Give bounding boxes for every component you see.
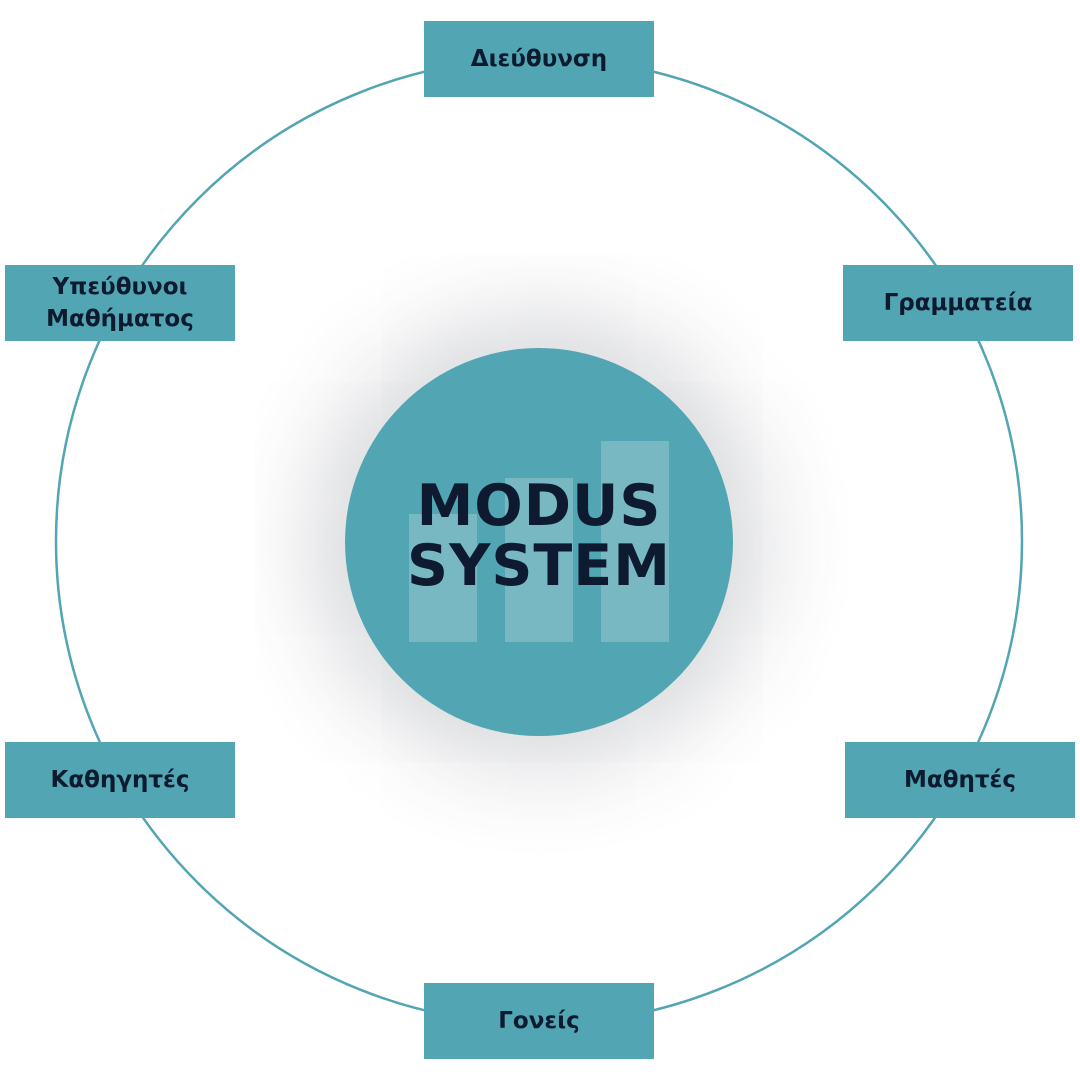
- node-course-supervisors-line2: Μαθήματος: [46, 306, 194, 332]
- node-parents: Γονείς: [424, 983, 654, 1059]
- node-management: Διεύθυνση: [424, 21, 654, 97]
- hub-bar-medium: [505, 478, 573, 642]
- hub-title: MODUS SYSTEM: [345, 476, 733, 596]
- node-students-label: Μαθητές: [904, 767, 1016, 793]
- node-course-supervisors: Υπεύθυνοι Μαθήματος: [5, 265, 235, 341]
- hub-title-line1: MODUS: [416, 473, 662, 539]
- hub-bar-tall: [601, 441, 669, 642]
- modus-system-hub: MODUS SYSTEM: [345, 348, 733, 736]
- node-teachers-label: Καθηγητές: [50, 767, 190, 793]
- node-course-supervisors-label: Υπεύθυνοι Μαθήματος: [46, 271, 194, 335]
- hub-title-line2: SYSTEM: [407, 533, 671, 599]
- node-management-label: Διεύθυνση: [470, 46, 608, 72]
- node-secretariat: Γραμματεία: [843, 265, 1073, 341]
- hub-bar-short: [409, 514, 477, 642]
- node-parents-label: Γονείς: [498, 1008, 580, 1034]
- node-students: Μαθητές: [845, 742, 1075, 818]
- node-course-supervisors-line1: Υπεύθυνοι: [52, 274, 188, 300]
- node-secretariat-label: Γραμματεία: [883, 290, 1033, 316]
- node-teachers: Καθηγητές: [5, 742, 235, 818]
